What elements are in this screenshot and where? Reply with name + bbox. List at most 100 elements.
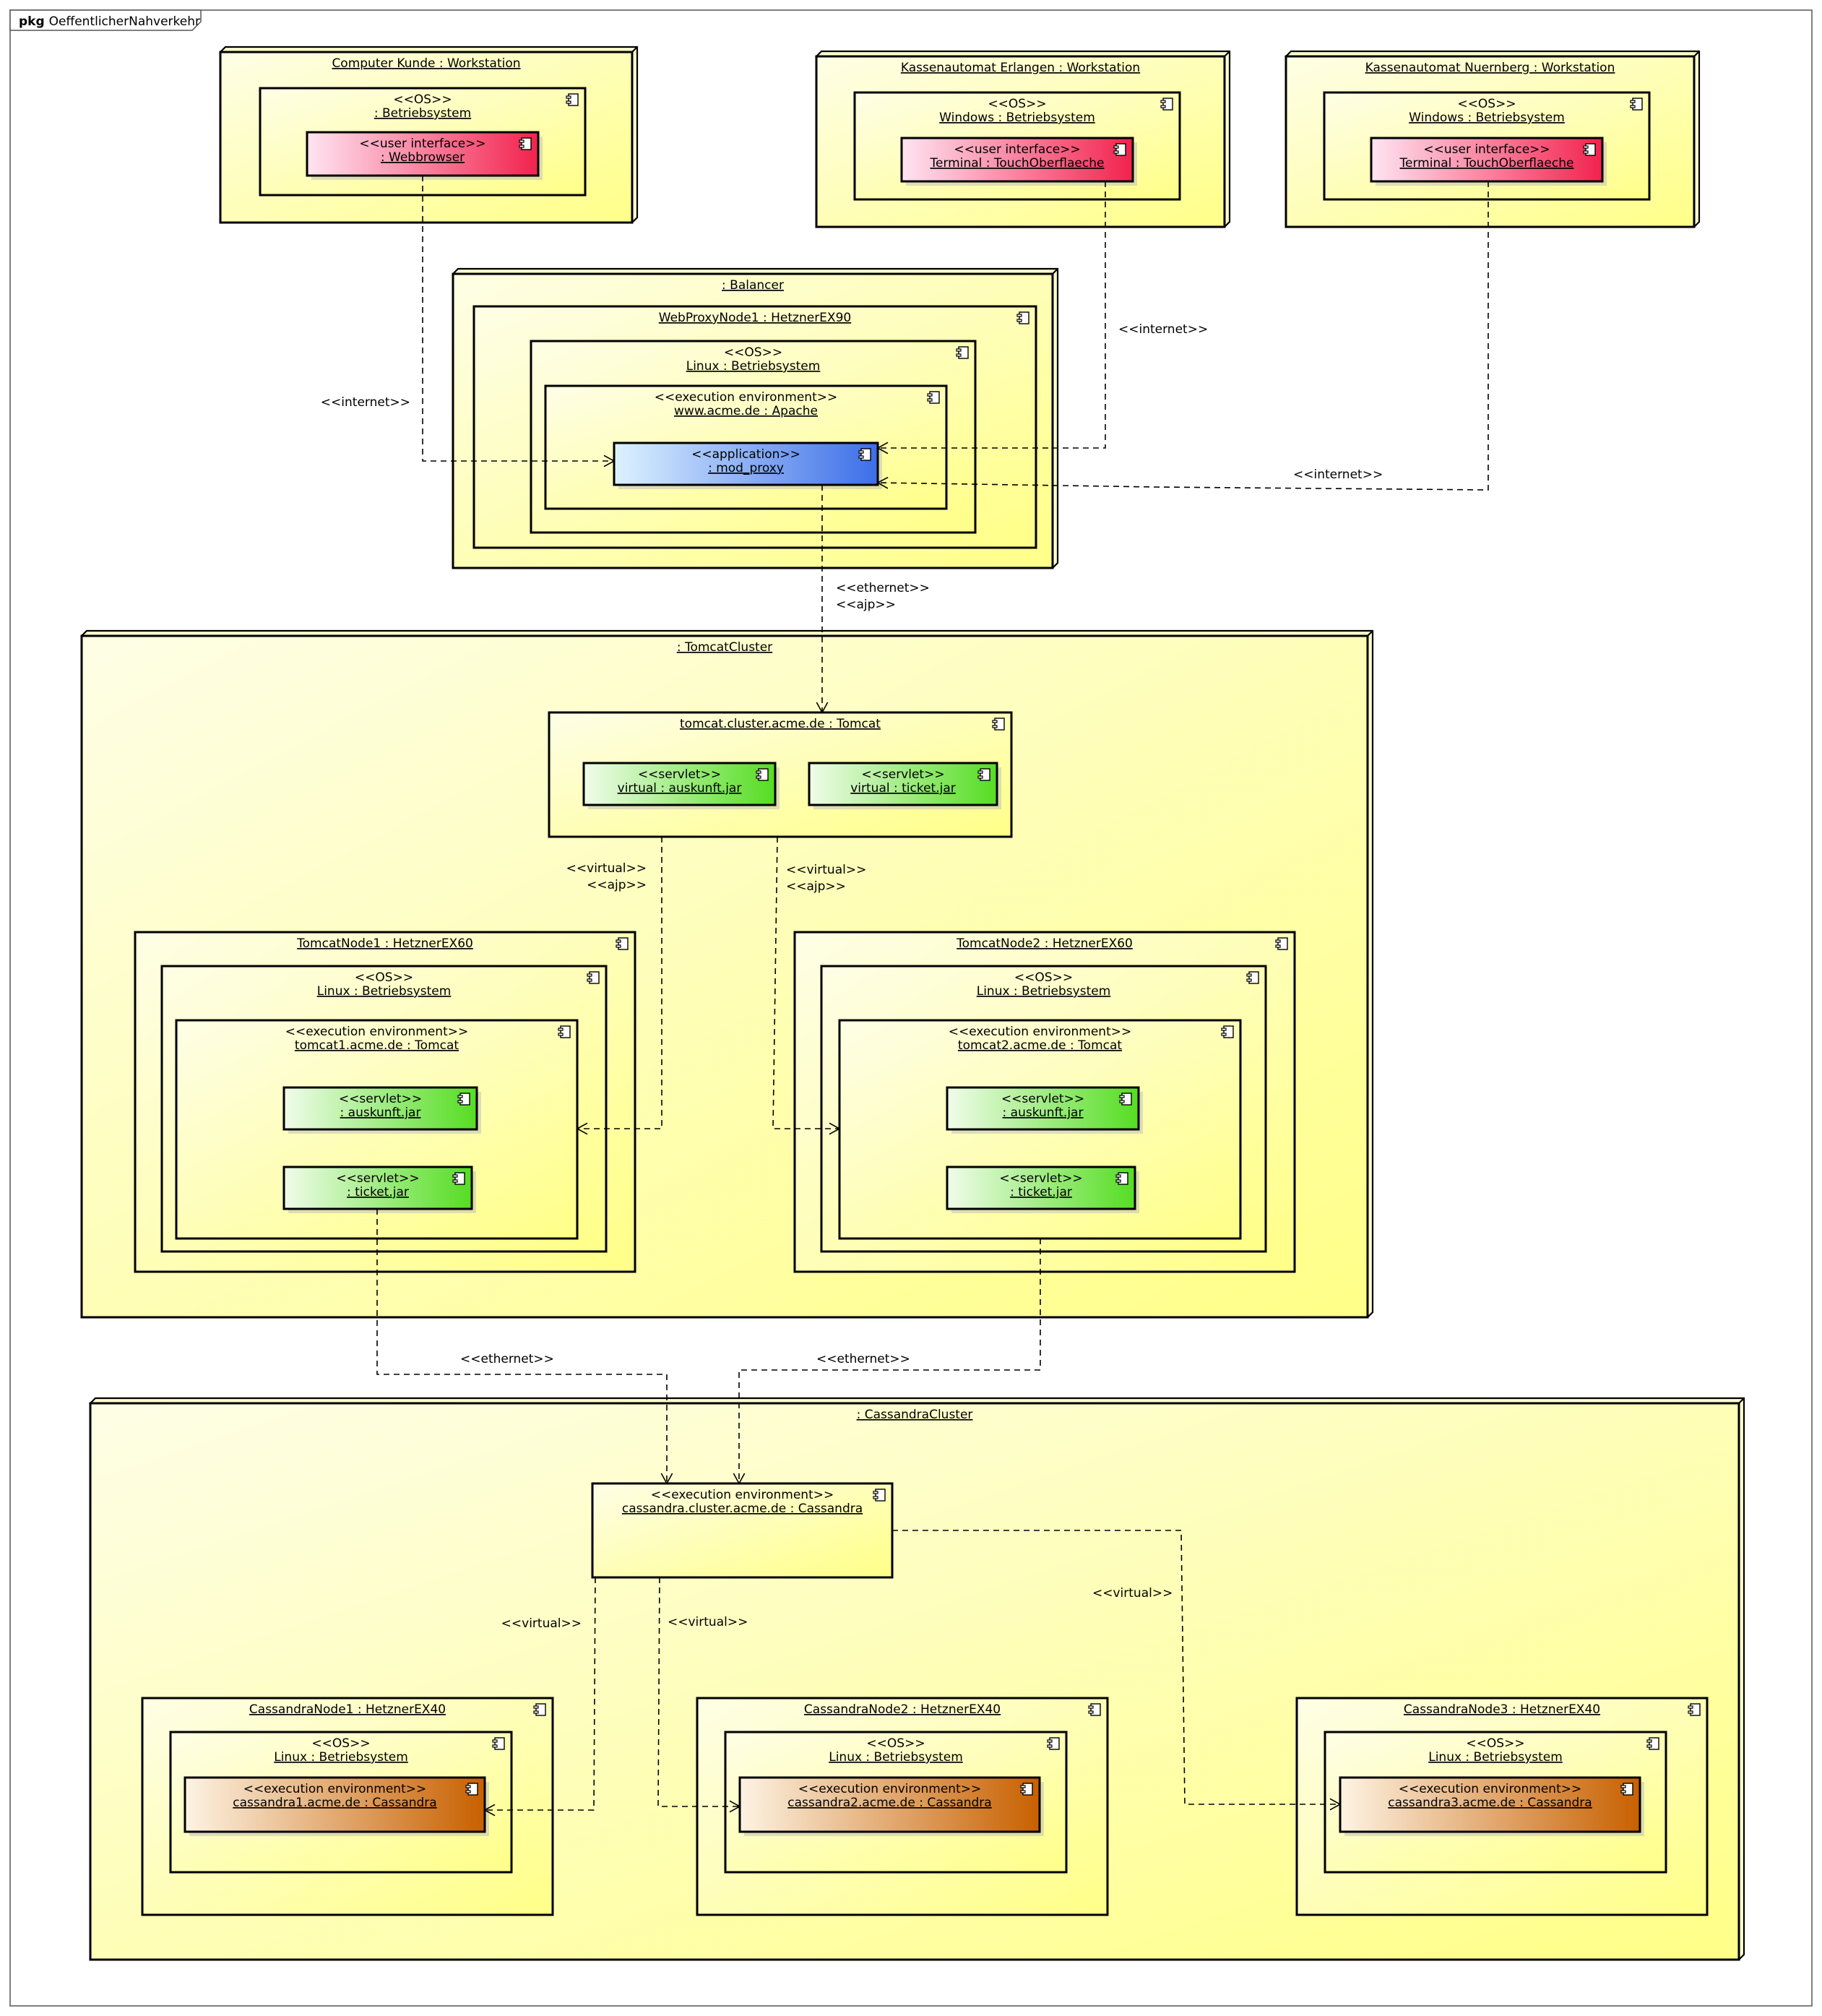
connector-cassandra-cn2[interactable]: <<virtual>> (657, 1577, 748, 1813)
connector-label: <<virtual>> (501, 1616, 582, 1631)
connector-cassandra-cn1[interactable]: <<virtual>> (483, 1577, 596, 1817)
element-title: Windows : Betriebsystem (939, 111, 1095, 125)
element-title: Linux : Betriebsystem (829, 1750, 963, 1765)
stereotype-label: <<user interface>> (1423, 142, 1550, 157)
element-title: : ticket.jar (347, 1185, 409, 1199)
stereotype-label: <<OS>> (1014, 970, 1073, 985)
element-title: tomcat1.acme.de : Tomcat (295, 1038, 459, 1053)
component-kan-touch[interactable]: <<user interface>>Terminal : TouchOberfl… (1370, 137, 1607, 186)
element-title: cassandra3.acme.de : Cassandra (1388, 1796, 1592, 1810)
component-tn1-auskunft[interactable]: <<servlet>>: auskunft.jar (282, 1086, 481, 1134)
component-icon (492, 1737, 505, 1750)
component-cn2-env[interactable]: <<execution environment>>cassandra2.acme… (738, 1776, 1044, 1836)
element-title: : Balancer (722, 278, 784, 293)
component-kae-touch[interactable]: <<user interface>>Terminal : TouchOberfl… (900, 137, 1137, 186)
connector-proxy-tomcat[interactable]: <<ethernet>> <<ajp>> (816, 485, 930, 714)
element-title: Terminal : TouchOberflaeche (1399, 156, 1574, 171)
element-title: CassandraNode3 : HetznerEX40 (1404, 1702, 1600, 1717)
component-icon (1620, 1783, 1633, 1796)
stereotype-label: <<execution environment>> (655, 390, 838, 405)
stereotype-label: <<OS>> (355, 970, 413, 985)
component-icon (1088, 1703, 1101, 1716)
component-icon (1119, 1093, 1132, 1106)
component-icon (566, 93, 579, 106)
element-title: tomcat.cluster.acme.de : Tomcat (680, 717, 881, 731)
connector-label: <<ajp>> (587, 878, 647, 892)
element-title: CassandraNode1 : HetznerEX40 (249, 1702, 446, 1717)
stereotype-label: <<servlet>> (1001, 1092, 1084, 1106)
component-icon (873, 1489, 886, 1502)
element-title: cassandra1.acme.de : Cassandra (233, 1796, 436, 1810)
element-title: virtual : ticket.jar (850, 781, 956, 796)
diagram-connectors: <<internet>> <<internet>> <<internet>> <<et… (321, 176, 1489, 1817)
stereotype-label: <<OS>> (311, 1736, 370, 1751)
connector-label: <<ajp>> (836, 598, 896, 612)
connector-virtual-tn1[interactable]: <<virtual>><<ajp>> (566, 837, 662, 1135)
connector-label: <<internet>> (1293, 468, 1383, 482)
connector-label: <<virtual>> (668, 1615, 748, 1629)
connector-tn2-cassandra[interactable]: <<ethernet>> (733, 1239, 1041, 1485)
component-icon (558, 1025, 571, 1038)
connector-label: <<ethernet>> (816, 1352, 910, 1366)
component-icon (977, 768, 990, 781)
component-icon (452, 1172, 465, 1185)
component-ck-webbrowser[interactable]: <<user interface>>: Webbrowser (306, 131, 543, 180)
element-title: virtual : auskunft.jar (618, 781, 742, 796)
connector-label: <<ajp>> (786, 879, 846, 894)
element-title: tomcat2.acme.de : Tomcat (958, 1038, 1122, 1053)
component-icon (1160, 98, 1173, 111)
connector-cassandra-cn3[interactable]: <<virtual>> (892, 1530, 1342, 1811)
package-keyword: pkg (19, 14, 45, 29)
stereotype-label: <<servlet>> (861, 767, 944, 782)
stereotype-label: <<application>> (691, 447, 800, 462)
element-title: cassandra.cluster.acme.de : Cassandra (622, 1502, 863, 1516)
component-icon (1115, 1172, 1128, 1185)
component-icon (756, 768, 769, 781)
stereotype-label: <<user interface>> (359, 137, 485, 151)
connector-browser-proxy[interactable]: <<internet>> (321, 176, 616, 468)
component-tn2-ticket[interactable]: <<servlet>>: ticket.jar (946, 1166, 1139, 1213)
element-title: : mod_proxy (708, 461, 784, 475)
connector-label: <<internet>> (1118, 322, 1208, 337)
connector-label: <<virtual>> (786, 863, 866, 877)
element-title: Linux : Betriebsystem (274, 1750, 408, 1765)
connector-erlangen-proxy[interactable]: <<internet>> (876, 181, 1208, 455)
component-icon (1221, 1025, 1234, 1038)
component-tn1-ticket[interactable]: <<servlet>>: ticket.jar (282, 1166, 476, 1213)
connector-label: <<ethernet>> (836, 581, 930, 595)
connector-tn1-cassandra[interactable]: <<ethernet>> (376, 1209, 673, 1485)
connector-label: <<virtual>> (1092, 1586, 1173, 1601)
stereotype-label: <<execution environment>> (285, 1025, 469, 1039)
component-virtual-ticket[interactable]: <<servlet>>virtual : ticket.jar (808, 762, 1001, 809)
component-cn1-env[interactable]: <<execution environment>>cassandra1.acme… (184, 1776, 489, 1836)
component-icon (992, 718, 1005, 731)
stereotype-label: <<execution environment>> (798, 1782, 982, 1796)
element-title: : ticket.jar (1010, 1185, 1072, 1199)
element-title: : auskunft.jar (1003, 1106, 1084, 1120)
component-mod-proxy[interactable]: <<application>>: mod_proxy (613, 441, 882, 489)
element-title: Kassenautomat Erlangen : Workstation (901, 61, 1140, 75)
stereotype-label: <<OS>> (1457, 97, 1516, 111)
stereotype-label: <<execution environment>> (949, 1025, 1132, 1039)
component-icon (956, 346, 969, 359)
connector-nuernberg-proxy[interactable]: <<internet>> (876, 181, 1489, 491)
component-icon (927, 391, 940, 404)
stereotype-label: <<servlet>> (638, 767, 721, 782)
component-virtual-auskunft[interactable]: <<servlet>>virtual : auskunft.jar (582, 762, 780, 809)
component-cassandra-virtual[interactable]: <<execution environment>>cassandra.clust… (591, 1482, 894, 1579)
component-cn3-env[interactable]: <<execution environment>>cassandra3.acme… (1339, 1776, 1644, 1836)
stereotype-label: <<execution environment>> (651, 1488, 834, 1502)
component-icon (1020, 1783, 1033, 1796)
component-icon (1688, 1703, 1701, 1716)
package-name: OeffentlicherNahverkehr (49, 14, 200, 29)
diagram-shapes: Computer Kunde : Workstation<<OS>>: Betr… (80, 46, 1745, 1961)
connector-label: <<ethernet>> (460, 1352, 554, 1366)
stereotype-label: <<execution environment>> (243, 1782, 427, 1796)
element-title: : CassandraCluster (857, 1408, 973, 1422)
stereotype-label: <<execution environment>> (1399, 1782, 1582, 1796)
component-tn2-auskunft[interactable]: <<servlet>>: auskunft.jar (946, 1086, 1143, 1134)
element-title: : auskunft.jar (340, 1106, 421, 1120)
stereotype-label: <<OS>> (1466, 1736, 1524, 1751)
connector-virtual-tn2[interactable]: <<virtual>> <<ajp>> (772, 836, 866, 1135)
